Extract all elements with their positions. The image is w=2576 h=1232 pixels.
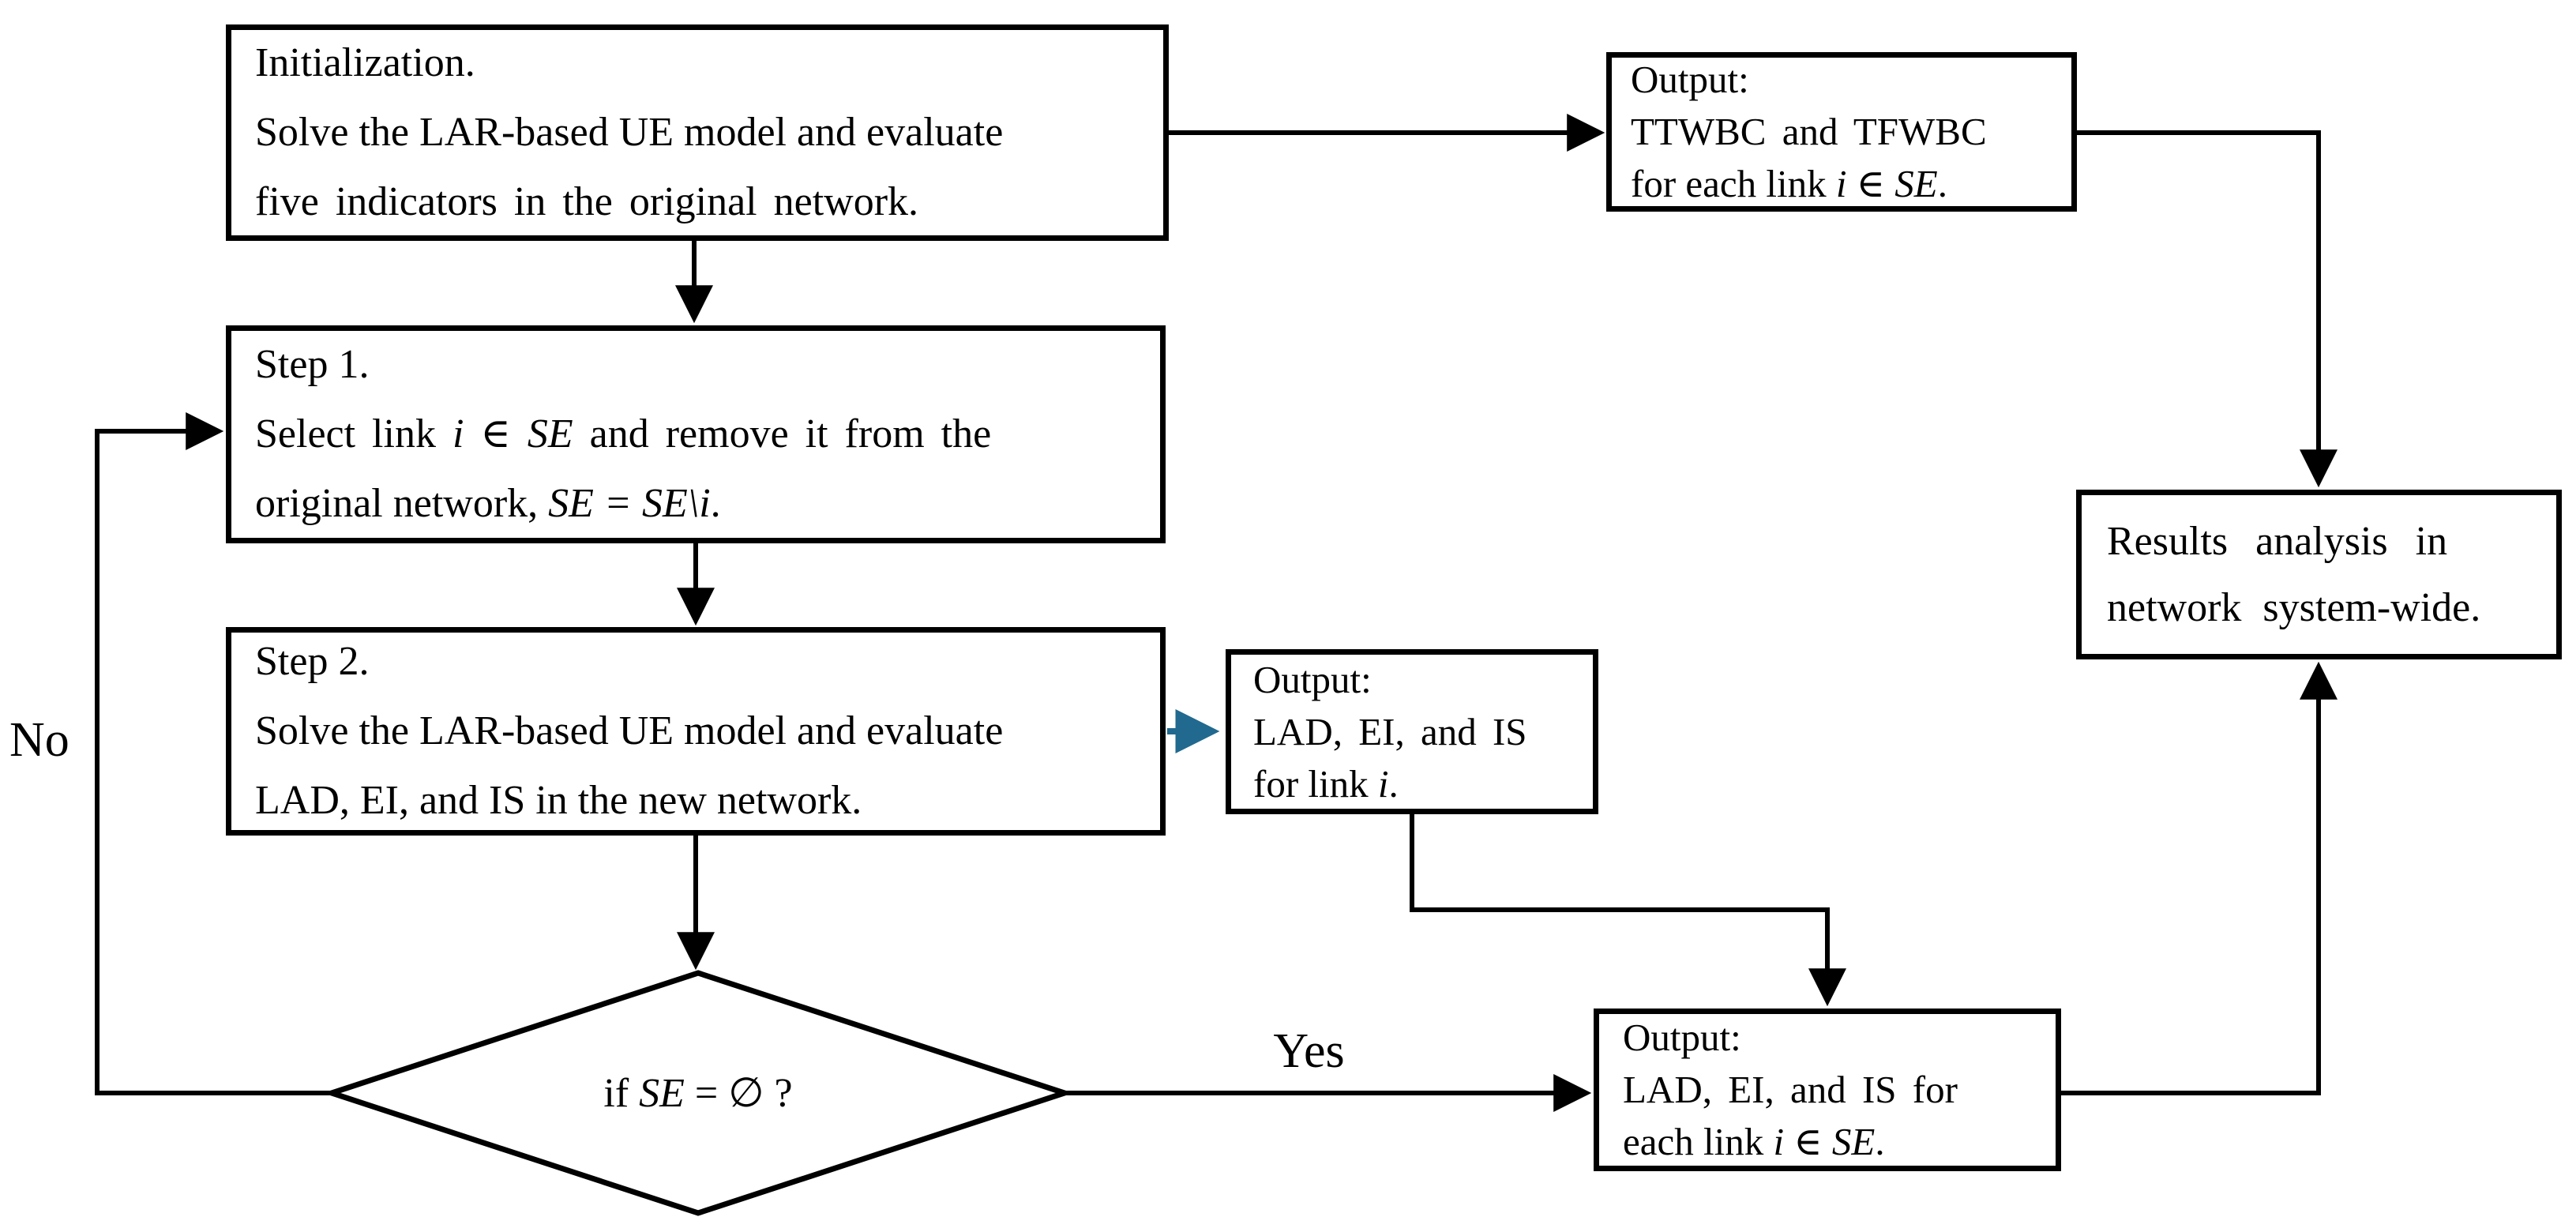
math-segment: SE bbox=[639, 1071, 685, 1116]
arrow-output-each-to-results bbox=[2061, 661, 2338, 1095]
text-segment: Select link bbox=[255, 411, 452, 456]
output-each-line1: Output: bbox=[1623, 1016, 1741, 1059]
output-link-box: Output: LAD, EI, and IS for link i. bbox=[1226, 649, 1598, 814]
init-line2: Solve the LAR-based UE model and evaluat… bbox=[255, 110, 1004, 155]
decision-line: if SE = ∅ ? bbox=[603, 1069, 792, 1117]
yes-edge-label: Yes bbox=[1273, 1024, 1345, 1078]
results-box: Results analysis in network system-wide. bbox=[2076, 490, 2562, 659]
arrow-decision-no-to-step1 bbox=[95, 412, 332, 1095]
math-segment: i ∈ SE bbox=[1835, 162, 1938, 205]
init-line3: five indicators in the original network. bbox=[255, 179, 919, 224]
output-top-box: Output: TTWBC and TFWBC for each link i … bbox=[1606, 52, 2077, 212]
results-line1: Results analysis in bbox=[2107, 518, 2448, 564]
step1-line2: Select link i ∈ SE and remove it from th… bbox=[255, 400, 1141, 469]
math-segment: i ∈ SE bbox=[1773, 1120, 1876, 1163]
text-segment: = ∅ ? bbox=[684, 1071, 793, 1116]
text-segment: for link bbox=[1253, 761, 1378, 806]
output-link-line1: Output: bbox=[1253, 657, 1372, 701]
text-segment: . bbox=[1937, 162, 1947, 205]
step2-line3: LAD, EI, and IS in the new network. bbox=[255, 778, 862, 823]
step2-line1: Step 2. bbox=[255, 639, 370, 684]
step2-line2: Solve the LAR-based UE model and evaluat… bbox=[255, 708, 1004, 753]
text-segment: . bbox=[1875, 1120, 1885, 1163]
math-segment: i ∈ SE bbox=[452, 411, 573, 456]
text-segment: and remove it from the bbox=[573, 411, 992, 456]
text-segment: each link bbox=[1623, 1120, 1774, 1163]
no-edge-label: No bbox=[9, 713, 69, 767]
step1-line1: Step 1. bbox=[255, 342, 370, 387]
text-segment: . bbox=[1388, 761, 1399, 806]
output-top-line2: TTWBC and TFWBC bbox=[1631, 110, 1987, 153]
text-segment: original network, bbox=[255, 481, 549, 526]
step1-line3: original network, SE = SE\i. bbox=[255, 469, 1141, 539]
arrow-output-top-to-results bbox=[2077, 130, 2338, 488]
text-segment: for each link bbox=[1631, 162, 1836, 205]
decision-text: if SE = ∅ ? bbox=[332, 973, 1065, 1213]
output-each-box: Output: LAD, EI, and IS for each link i … bbox=[1594, 1009, 2061, 1171]
results-line2: network system-wide. bbox=[2107, 584, 2481, 630]
text-segment: . bbox=[710, 481, 721, 526]
decision-diamond bbox=[322, 970, 1074, 1216]
output-each-line2: LAD, EI, and IS for bbox=[1623, 1068, 1958, 1111]
math-segment: i bbox=[1377, 761, 1389, 806]
output-link-line2: LAD, EI, and IS bbox=[1253, 709, 1527, 753]
arrow-output-link-to-output-each bbox=[1410, 814, 1846, 1007]
output-top-line1: Output: bbox=[1631, 58, 1749, 101]
text-segment: if bbox=[603, 1071, 640, 1116]
math-segment: SE = SE\i bbox=[548, 481, 711, 526]
step2-box: Step 2. Solve the LAR-based UE model and… bbox=[226, 627, 1166, 836]
output-top-line3: for each link i ∈ SE. bbox=[1631, 158, 2071, 210]
output-each-line3: each link i ∈ SE. bbox=[1623, 1116, 2056, 1168]
step1-box: Step 1. Select link i ∈ SE and remove it… bbox=[226, 325, 1166, 543]
init-line1: Initialization. bbox=[255, 40, 475, 85]
output-link-line3: for link i. bbox=[1253, 758, 1593, 810]
init-box: Initialization. Solve the LAR-based UE m… bbox=[226, 24, 1169, 241]
